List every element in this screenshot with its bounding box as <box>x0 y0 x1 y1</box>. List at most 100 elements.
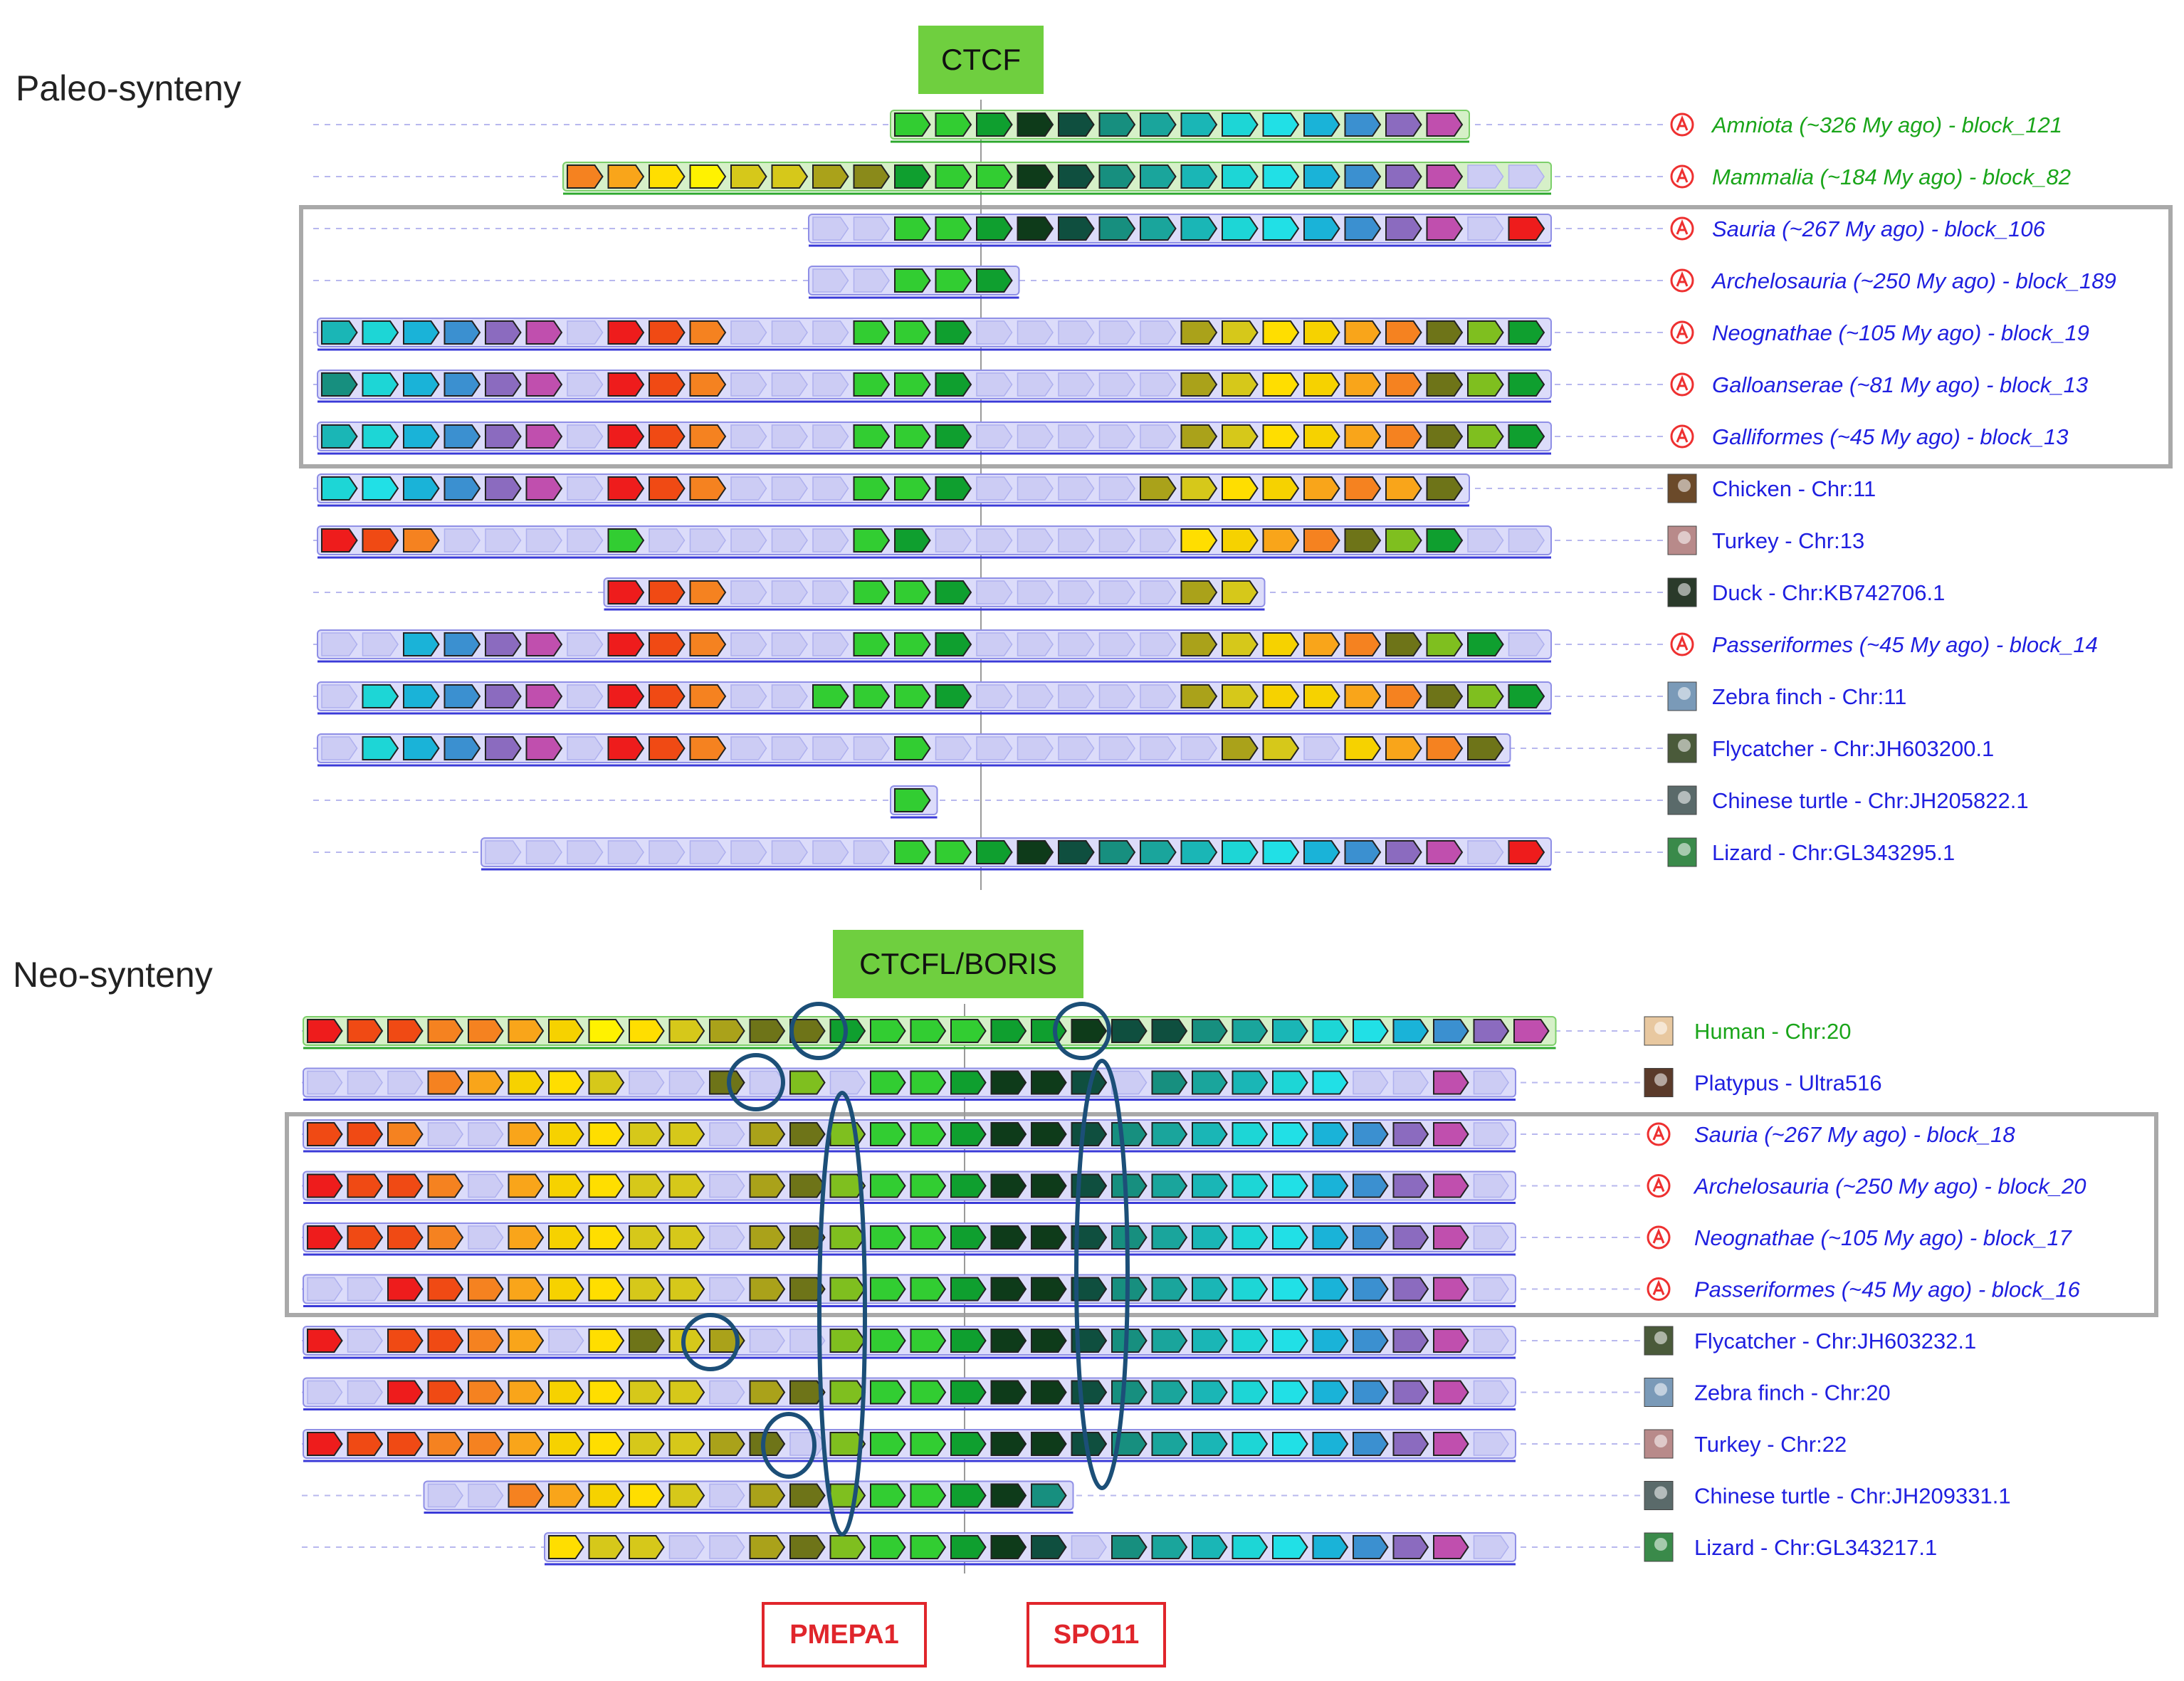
gene-arrow <box>1031 1535 1067 1559</box>
gene-arrow <box>1344 164 1382 189</box>
gene-arrow <box>607 372 645 397</box>
ghost-gene <box>812 320 849 345</box>
gene-arrow <box>1098 216 1136 241</box>
gene-arrow <box>935 112 972 137</box>
gene-arrow <box>1017 840 1054 864</box>
ghost-gene <box>1058 632 1095 656</box>
gene-arrow <box>649 424 686 449</box>
gene-arrow <box>485 736 522 760</box>
ghost-gene <box>812 528 849 553</box>
gene-arrow <box>427 1329 464 1353</box>
gene-arrow <box>668 1019 705 1043</box>
gene-arrow <box>910 1483 947 1508</box>
ghost-gene <box>730 684 767 708</box>
gene-arrow <box>1192 1225 1228 1250</box>
gene-arrow <box>1385 320 1422 345</box>
gene-arrow <box>990 1122 1027 1146</box>
gene-arrow <box>629 1432 665 1456</box>
gene-arrow <box>1433 1070 1469 1095</box>
gene-arrow <box>1353 1225 1389 1250</box>
gene-arrow <box>894 788 931 812</box>
gene-arrow <box>829 1380 866 1405</box>
gene-arrow <box>387 1277 424 1302</box>
ancestor-icon-glyph <box>1652 1228 1665 1244</box>
ghost-gene <box>1467 528 1504 553</box>
gene-arrow <box>607 424 645 449</box>
gene-arrow <box>894 372 931 397</box>
gene-arrow <box>1312 1277 1349 1302</box>
ghost-gene <box>525 840 562 864</box>
gene-arrow <box>1353 1173 1389 1198</box>
gene-arrow <box>976 112 1013 137</box>
gene-arrow <box>1262 528 1300 553</box>
gene-arrow <box>689 164 727 189</box>
ghost-gene <box>1140 736 1177 760</box>
gene-arrow <box>548 1535 584 1559</box>
ghost-gene <box>1473 1173 1509 1198</box>
ghost-gene <box>853 268 890 293</box>
ghost-gene <box>812 580 849 604</box>
gene-arrow <box>870 1122 906 1146</box>
neo-row: Platypus - Ultra516 <box>302 1067 1882 1101</box>
gene-arrow <box>1232 1535 1269 1559</box>
gene-arrow <box>1312 1329 1349 1353</box>
gene-arrow <box>950 1483 987 1508</box>
gene-arrow <box>629 1019 665 1043</box>
gene-arrow <box>812 684 849 708</box>
ghost-gene <box>771 632 808 656</box>
gene-arrow <box>607 528 645 553</box>
gene-arrow <box>668 1380 705 1405</box>
gene-arrow <box>1426 632 1464 656</box>
gene-arrow <box>1140 476 1177 501</box>
gene-arrow <box>443 372 481 397</box>
gene-arrow <box>1433 1173 1469 1198</box>
paleo-row: Duck - Chr:KB742706.1 <box>313 577 1945 611</box>
gene-arrow <box>1312 1173 1349 1198</box>
gene-arrow <box>668 1277 705 1302</box>
ghost-gene <box>1058 528 1095 553</box>
gene-arrow <box>1426 216 1464 241</box>
gene-arrow <box>1232 1019 1269 1043</box>
ghost-gene <box>812 424 849 449</box>
zebrafinch-icon-highlight <box>1654 1383 1667 1396</box>
gene-arrow <box>1385 476 1422 501</box>
gene-arrow <box>1272 1122 1308 1146</box>
gene-arrow <box>387 1173 424 1198</box>
gene-arrow <box>990 1329 1027 1353</box>
gene-arrow <box>548 1225 584 1250</box>
gene-arrow <box>1392 1329 1429 1353</box>
ghost-gene <box>468 1483 504 1508</box>
gene-arrow <box>1426 424 1464 449</box>
gene-arrow <box>508 1483 545 1508</box>
ghost-gene <box>1017 684 1054 708</box>
gene-arrow <box>1467 736 1504 760</box>
gene-arrow <box>1433 1432 1469 1456</box>
gene-arrow <box>935 268 972 293</box>
gene-arrow <box>910 1329 947 1353</box>
ghost-gene <box>607 840 644 864</box>
gene-arrow <box>894 736 931 760</box>
gene-arrow <box>1392 1225 1429 1250</box>
ghost-gene <box>812 840 849 864</box>
gene-arrow <box>548 1122 584 1146</box>
neo-row: Sauria (~267 My ago) - block_18 <box>302 1119 2015 1153</box>
gene-arrow <box>689 632 727 656</box>
gene-arrow <box>894 112 931 137</box>
gene-arrow <box>1433 1329 1469 1353</box>
gene-arrow <box>468 1432 504 1456</box>
ghost-gene <box>935 528 972 553</box>
paleo-ancestor-group-box <box>299 205 2173 468</box>
gene-arrow <box>1392 1535 1429 1559</box>
gene-arrow <box>1071 1122 1108 1146</box>
ghost-gene <box>1508 528 1545 553</box>
platypus-icon-highlight <box>1654 1073 1667 1086</box>
gene-arrow <box>950 1122 987 1146</box>
gene-arrow <box>689 372 727 397</box>
gene-arrow <box>1303 632 1340 656</box>
gene-arrow <box>1312 1122 1349 1146</box>
gene-arrow <box>1426 684 1464 708</box>
gene-arrow <box>468 1380 504 1405</box>
gene-arrow <box>443 476 481 501</box>
pmepa1-marker-label: PMEPA1 <box>762 1602 927 1667</box>
gene-arrow <box>689 424 727 449</box>
